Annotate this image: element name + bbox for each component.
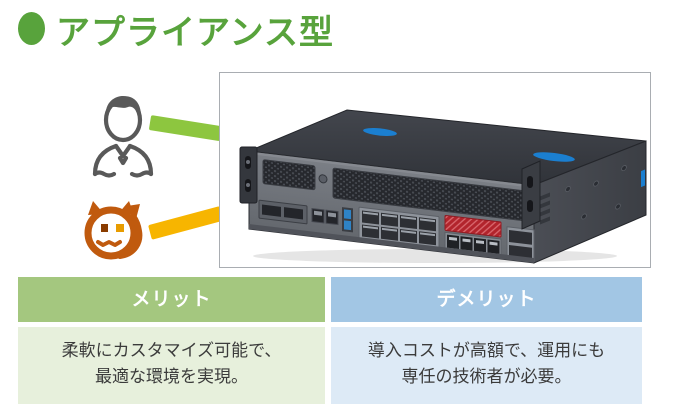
- section-title: アプライアンス型: [56, 14, 334, 52]
- section-bullet-icon: [18, 12, 45, 45]
- user-icon: [92, 96, 154, 178]
- demerit-header: デメリット: [331, 277, 642, 322]
- merit-line-1: 柔軟にカスタマイズ可能で、: [61, 341, 282, 360]
- demerit-line-2: 専任の技術者が必要。: [401, 367, 572, 386]
- appliance-photo: [219, 72, 651, 268]
- appliance-illustration: [239, 109, 647, 264]
- attacker-icon: [84, 201, 143, 260]
- merit-body: 柔軟にカスタマイズ可能で、 最適な環境を実現。: [18, 327, 325, 404]
- demerit-line-1: 導入コストが高額で、運用にも: [367, 341, 606, 360]
- attacker-to-appliance-arrow: [148, 206, 224, 240]
- demerit-body: 導入コストが高額で、運用にも 専任の技術者が必要。: [331, 327, 642, 404]
- merit-header: メリット: [18, 277, 325, 322]
- merit-line-2: 最適な環境を実現。: [95, 367, 248, 386]
